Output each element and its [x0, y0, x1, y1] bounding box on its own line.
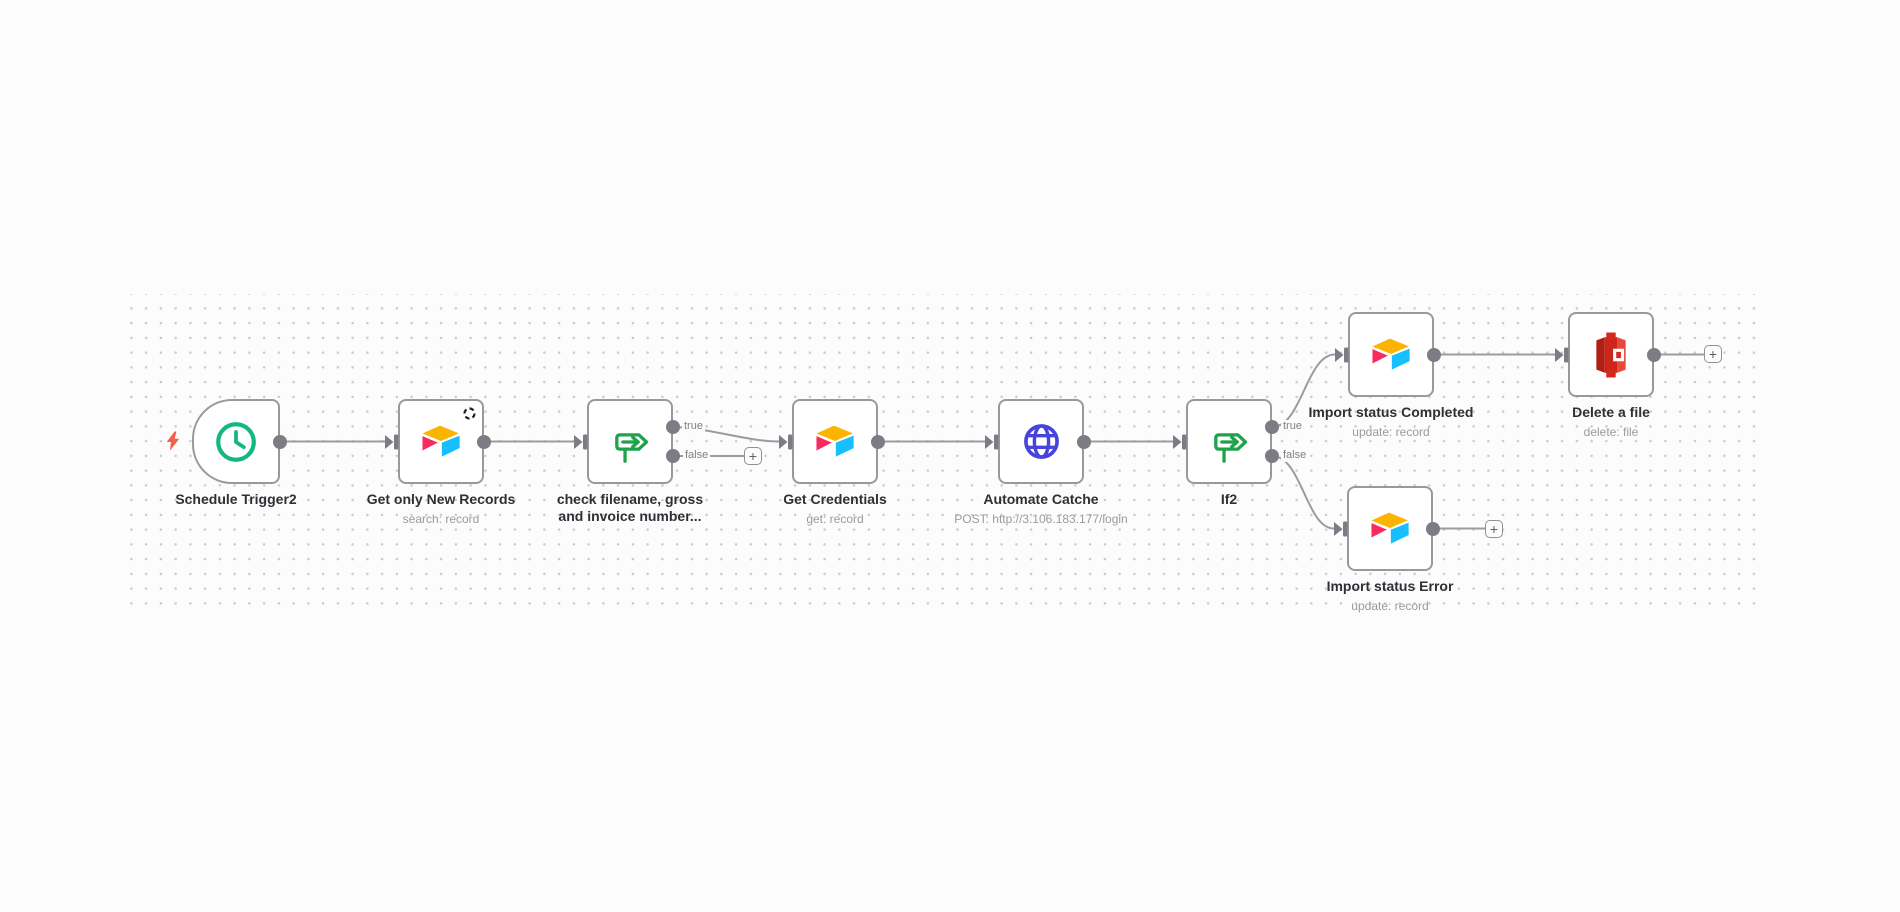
- node-box[interactable]: [998, 399, 1084, 484]
- output-endpoint-false[interactable]: [666, 449, 680, 463]
- node-box[interactable]: [1347, 486, 1433, 571]
- node-if2[interactable]: If2: [1173, 399, 1279, 507]
- node-box[interactable]: [1186, 399, 1272, 484]
- output-endpoint[interactable]: [477, 434, 491, 449]
- globe-icon: [1023, 424, 1059, 459]
- node-automate-catche[interactable]: Automate Catche POST: http://3.106.183.1…: [954, 399, 1128, 526]
- branch-label-true: true: [682, 420, 705, 433]
- airtable-logo: [816, 425, 854, 457]
- output-endpoint[interactable]: [1647, 347, 1661, 362]
- node-get-credentials[interactable]: Get Credentials get: record: [779, 399, 887, 526]
- node-box[interactable]: [1348, 312, 1434, 397]
- lightning-bolt-icon: [166, 431, 179, 451]
- node-check-filename-if[interactable]: check filename, gross and invoice number…: [557, 399, 703, 524]
- branch-label-false: false: [683, 449, 711, 462]
- output-endpoint-true[interactable]: [666, 420, 680, 434]
- branch-label-true: true: [1281, 420, 1304, 433]
- add-node-button[interactable]: +: [1485, 520, 1503, 538]
- input-connector[interactable]: [385, 433, 399, 451]
- signpost-icon: [615, 432, 649, 463]
- signpost-icon: [1214, 432, 1248, 463]
- connection-if2-true-to-completed[interactable]: [1271, 353, 1336, 428]
- node-import-status-completed[interactable]: Import status Completed update: record: [1309, 312, 1473, 439]
- output-endpoint[interactable]: [1426, 521, 1440, 536]
- airtable-logo: [422, 425, 460, 457]
- node-import-status-error[interactable]: Import status Error update: record: [1327, 486, 1453, 613]
- add-node-button[interactable]: +: [1704, 345, 1722, 363]
- clock-icon: [216, 421, 256, 462]
- input-connector[interactable]: [574, 433, 588, 451]
- input-connector[interactable]: [1335, 346, 1349, 364]
- node-box[interactable]: [192, 399, 280, 484]
- node-box[interactable]: [587, 399, 673, 484]
- input-connector[interactable]: [1173, 433, 1187, 451]
- airtable-logo: [1371, 512, 1409, 544]
- node-schedule-trigger2[interactable]: Schedule Trigger2: [175, 399, 297, 507]
- aws-s3-logo: [1596, 332, 1626, 377]
- node-delete-a-file[interactable]: Delete a file delete: file: [1555, 312, 1661, 439]
- add-node-button[interactable]: +: [744, 447, 762, 465]
- node-box[interactable]: [792, 399, 878, 484]
- node-box[interactable]: [1568, 312, 1654, 397]
- input-connector[interactable]: [779, 433, 793, 451]
- node-box[interactable]: [398, 399, 484, 484]
- output-endpoint[interactable]: [1427, 347, 1441, 362]
- output-endpoint[interactable]: [273, 434, 287, 449]
- output-endpoint[interactable]: [871, 434, 885, 449]
- node-get-only-new-records[interactable]: Get only New Records search: record: [367, 399, 515, 526]
- refresh-icon: [463, 407, 476, 420]
- input-connector[interactable]: [1334, 520, 1348, 538]
- canvas-dot-grid: [120, 294, 1764, 612]
- output-endpoint[interactable]: [1077, 434, 1091, 449]
- branch-label-false: false: [1281, 449, 1309, 462]
- output-endpoint-false[interactable]: [1265, 449, 1279, 463]
- airtable-logo: [1372, 338, 1410, 370]
- output-endpoint-true[interactable]: [1265, 420, 1279, 434]
- input-connector[interactable]: [985, 433, 999, 451]
- input-connector[interactable]: [1555, 346, 1569, 364]
- connection-if2-false-to-error[interactable]: [1271, 455, 1335, 530]
